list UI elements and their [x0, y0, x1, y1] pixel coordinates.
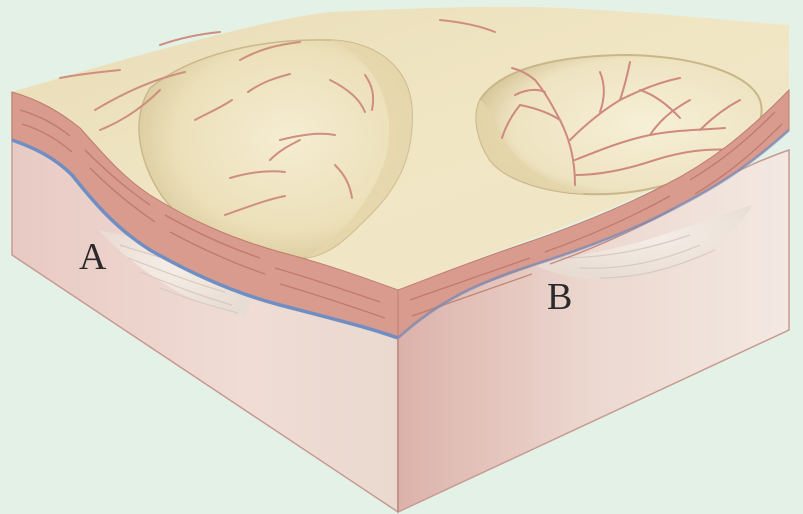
- bulge-a: [98, 230, 251, 318]
- dermis-fibers: [19, 109, 783, 319]
- basement-membrane-right: [396, 128, 791, 340]
- pit-a-rim-shadow: [305, 40, 413, 258]
- bulge-b: [535, 205, 752, 280]
- pit-b-vessels: [501, 61, 741, 186]
- label-b: B: [547, 276, 573, 318]
- pit-b-inner-wall: [476, 100, 585, 194]
- label-a: A: [79, 236, 107, 278]
- basement-membrane-left: [11, 138, 399, 340]
- bulge-b-fibers: [559, 234, 716, 279]
- surface-vessels: [59, 19, 496, 216]
